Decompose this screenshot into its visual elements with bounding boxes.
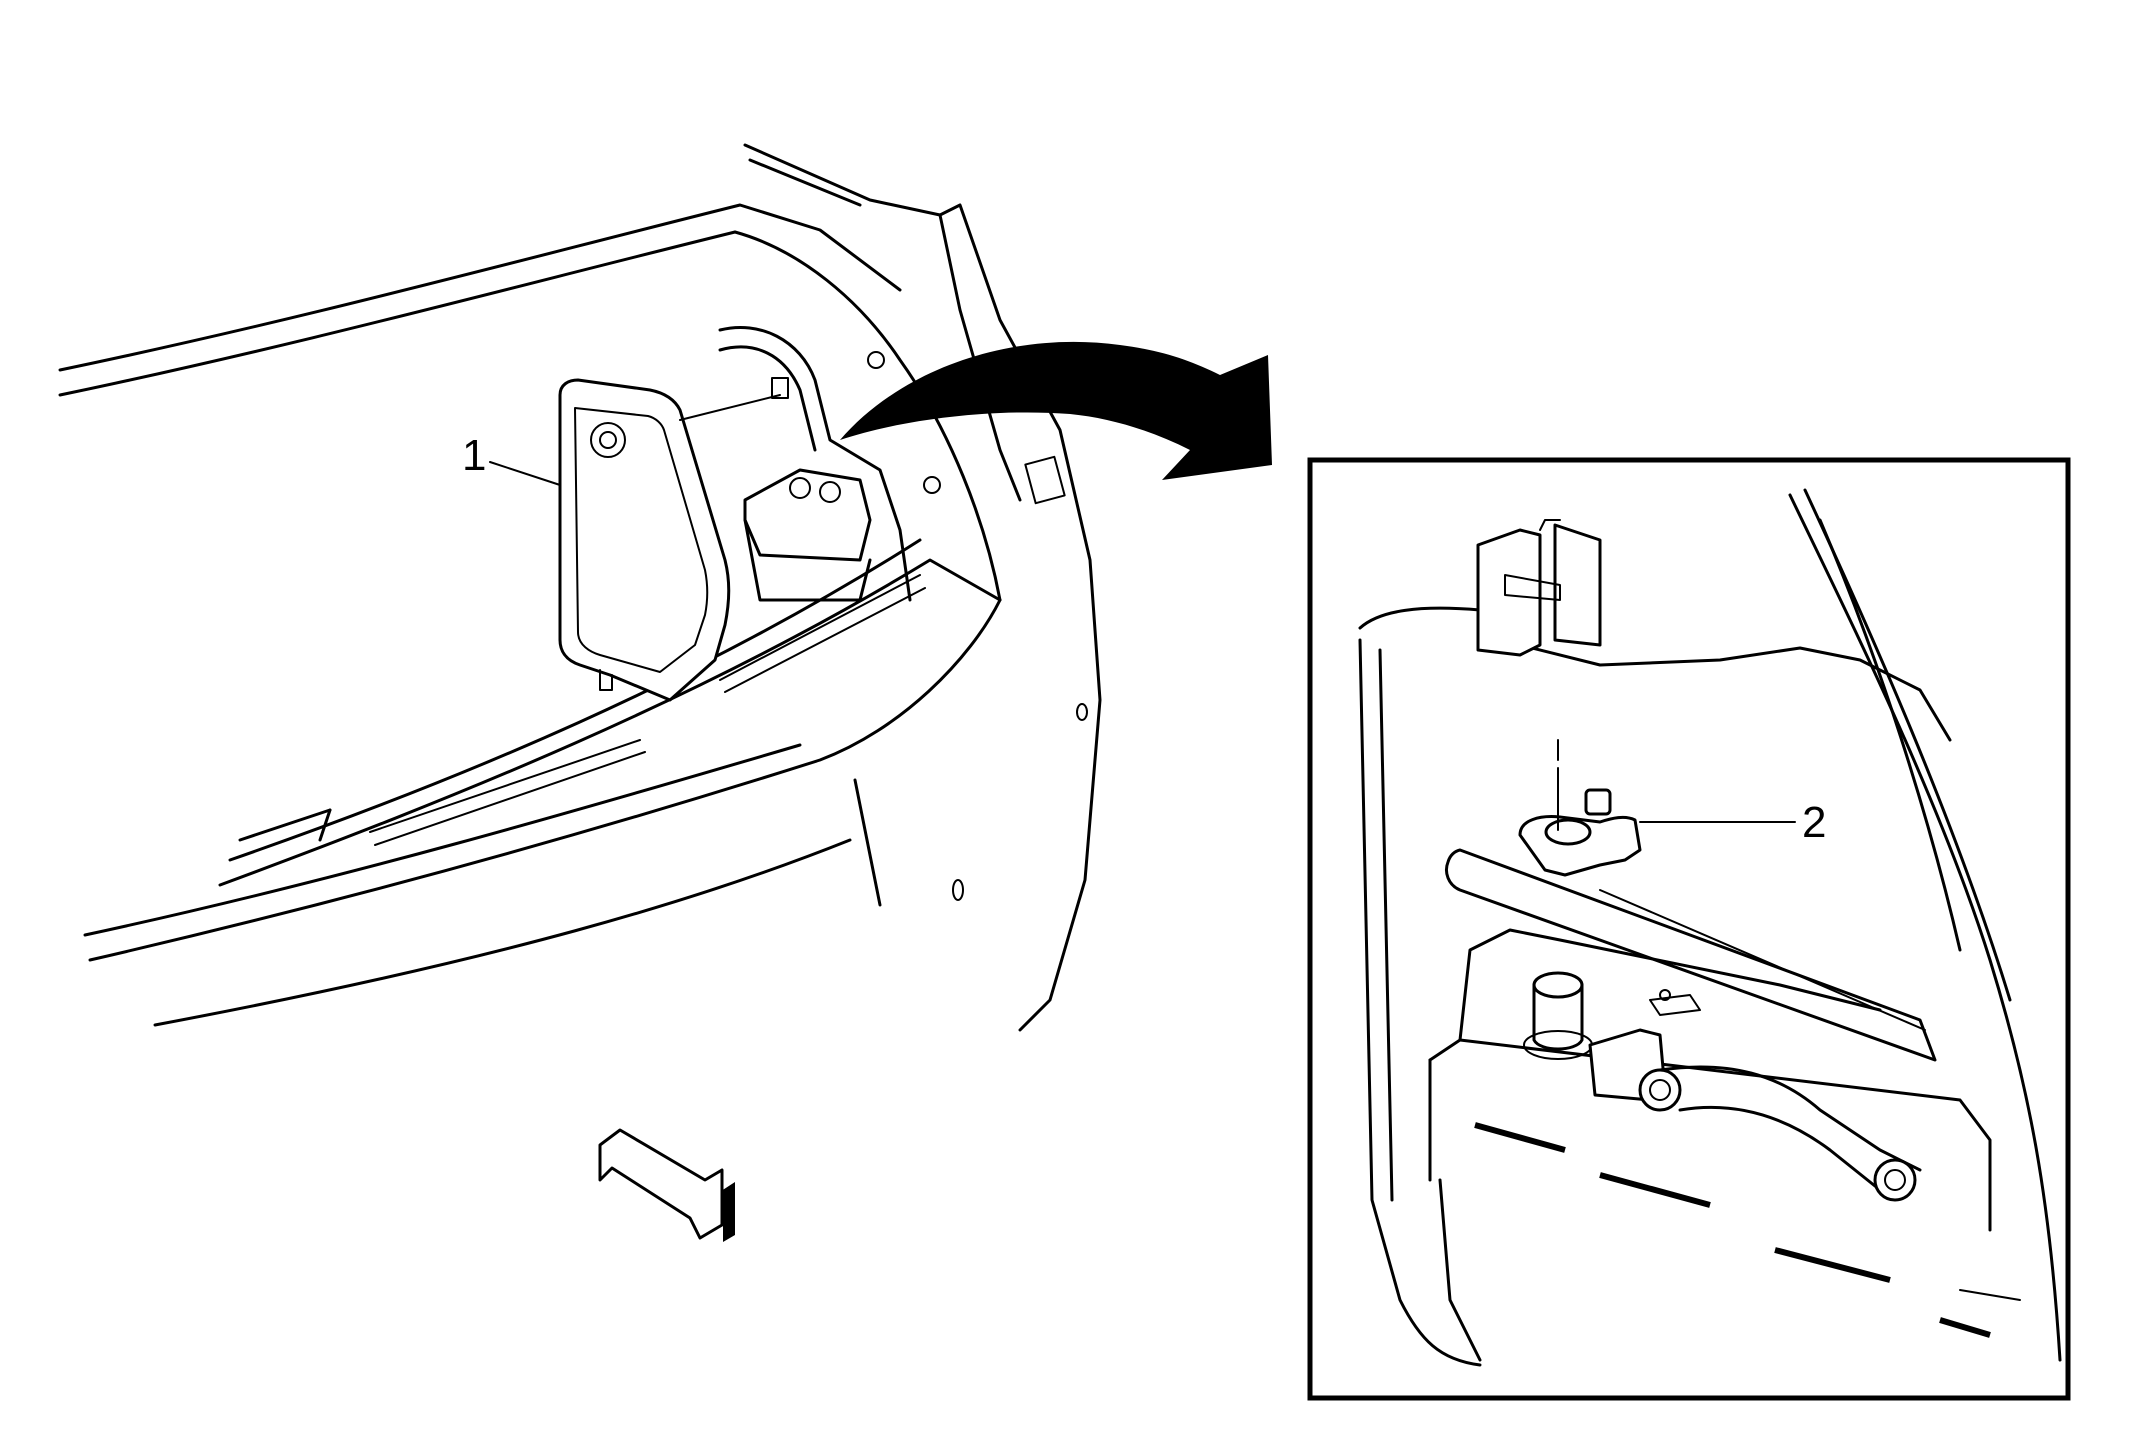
cable-clip (1476, 519, 1602, 657)
battery-cover-panel (558, 377, 789, 702)
terminal-clamp (1518, 739, 1642, 877)
vehicle-rear-compartment (58, 143, 1102, 1032)
callout-2-label: 2 (1802, 798, 1826, 847)
callout-1-label: 1 (462, 431, 486, 480)
curved-arrow-icon (840, 341, 1272, 480)
callout-1-leader (489, 461, 561, 486)
sill-vents (369, 574, 926, 846)
detail-inset: 2 (1307, 457, 2071, 1401)
battery-top (1428, 928, 2021, 1362)
view-direction-arrow-icon (598, 1128, 735, 1242)
